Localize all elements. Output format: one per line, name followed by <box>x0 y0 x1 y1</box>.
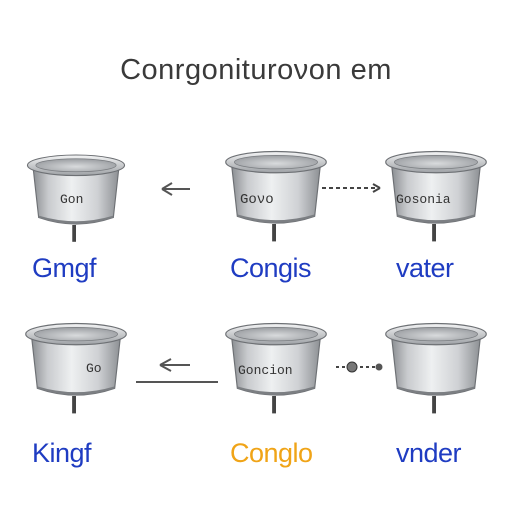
label-bottom-left: Kingf <box>32 438 92 468</box>
container-bottom-right <box>385 322 487 415</box>
container-inscription: Goνo <box>240 192 274 208</box>
arrow-left-icon <box>136 358 218 383</box>
label-bottom-right: vnder <box>396 438 462 468</box>
label-top-left: Gmgf <box>32 253 97 283</box>
container-inscription: Gosonia <box>396 192 451 207</box>
connector-icon <box>336 361 383 373</box>
container-top-right: Gosonia <box>385 150 487 242</box>
label-top-right: vater <box>396 253 454 283</box>
container-top-middle: Goνo <box>225 150 327 242</box>
arrow-left-icon <box>161 182 190 196</box>
container-bottom-middle: Goncion <box>225 322 327 415</box>
dotted-arrow-icon <box>322 183 381 193</box>
container-bottom-left: Go <box>25 322 127 415</box>
container-top-left: Gon <box>26 154 126 243</box>
container-inscription: Goncion <box>238 363 293 378</box>
container-icon <box>385 322 487 415</box>
container-icon <box>25 322 127 415</box>
label-top-middle: Congis <box>230 253 312 283</box>
container-inscription: Gon <box>60 192 83 207</box>
label-bottom-middle: Conglo <box>230 438 313 468</box>
container-inscription: Go <box>86 361 102 376</box>
diagram-title: Conrgonituroνon em <box>120 54 392 86</box>
